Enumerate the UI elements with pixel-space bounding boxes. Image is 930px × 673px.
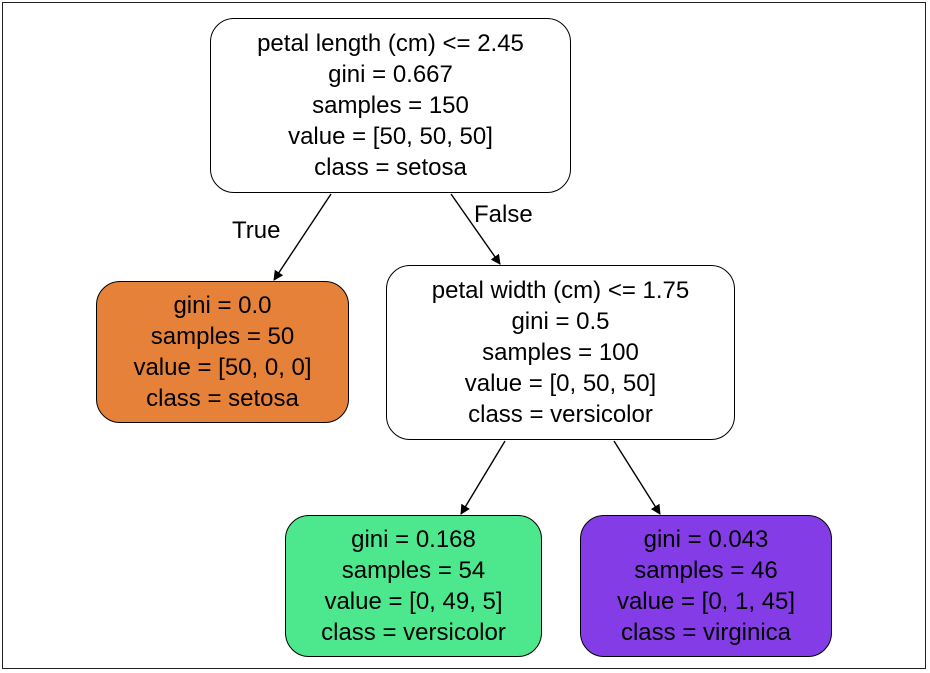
node-line: gini = 0.0 [173,292,272,319]
root-node: petal length (cm) <= 2.45 gini = 0.667 s… [210,18,571,193]
node-line: value = [50, 50, 50] [288,123,493,150]
node-line: class = virginica [620,619,792,646]
node-line: class = setosa [146,385,299,412]
petal-width-split-node: petal width (cm) <= 1.75 gini = 0.5 samp… [386,265,735,440]
node-line: value = [0, 1, 45] [616,588,796,615]
versicolor-leaf-node: gini = 0.168 samples = 54 value = [0, 49… [285,515,542,657]
node-line: value = [0, 49, 5] [324,588,503,615]
node-line: class = setosa [314,154,467,181]
node-line: petal length (cm) <= 2.45 [257,30,524,57]
edge-label-true: True [232,217,280,244]
edge-root-to-left [273,193,332,281]
node-line: petal width (cm) <= 1.75 [431,277,690,304]
node-line: samples = 54 [341,557,486,584]
node-line: gini = 0.168 [351,526,476,553]
edge-right-to-right-left [460,440,506,515]
edge-root-to-right [450,193,501,265]
virginica-leaf-node: gini = 0.043 samples = 46 value = [0, 1,… [580,515,832,657]
node-line: value = [50, 0, 0] [133,354,312,381]
edge-right-to-right-right [613,440,661,515]
node-line: class = versicolor [468,401,653,428]
node-line: gini = 0.5 [511,308,610,335]
node-line: samples = 50 [150,323,295,350]
node-line: samples = 150 [312,92,469,119]
edge-label-false: False [474,201,533,228]
node-line: gini = 0.043 [643,526,769,553]
node-line: gini = 0.667 [328,61,453,88]
node-line: value = [0, 50, 50] [464,370,657,397]
setosa-leaf-node: gini = 0.0 samples = 50 value = [50, 0, … [96,281,349,423]
node-line: samples = 46 [634,557,778,584]
node-line: samples = 100 [482,339,639,366]
node-line: class = versicolor [321,619,506,646]
